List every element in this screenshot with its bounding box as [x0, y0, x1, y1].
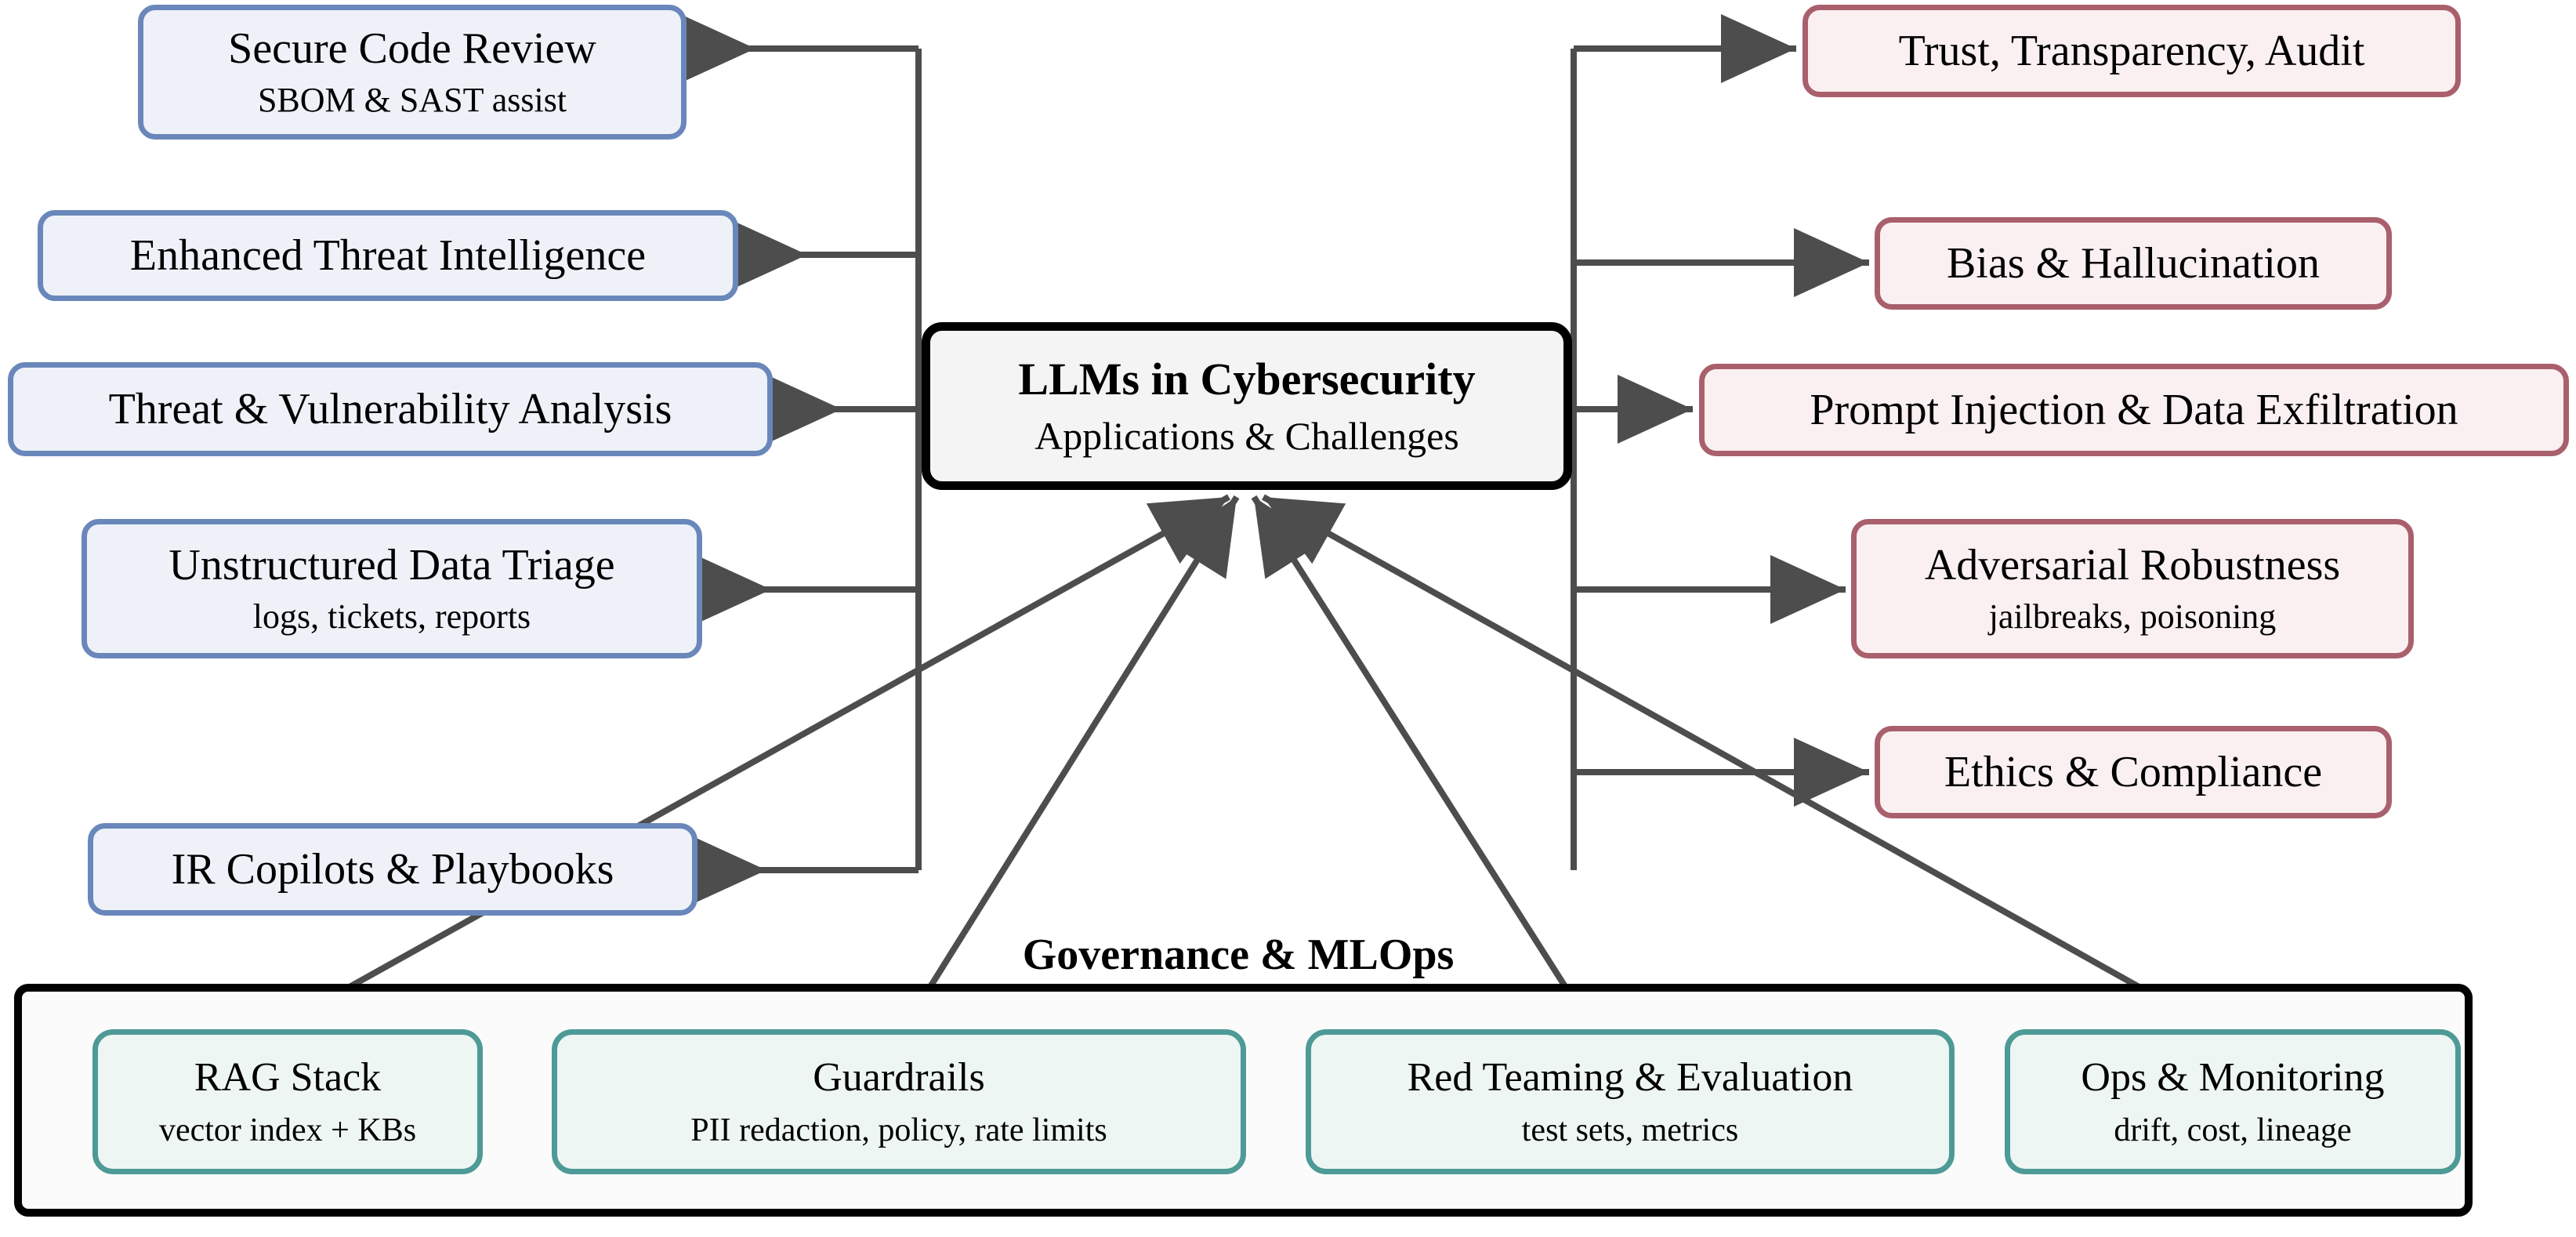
hub-node-llms-in-cybersecurity[interactable]: LLMs in Cybersecurity Applications & Cha… [922, 322, 1572, 490]
application-node-secure-code-review[interactable]: Secure Code Review SBOM & SAST assist [138, 5, 687, 140]
node-title: IR Copilots & Playbooks [171, 845, 614, 894]
governance-node-rag-stack[interactable]: RAG Stack vector index + KBs [92, 1029, 483, 1174]
node-title: Unstructured Data Triage [168, 541, 615, 589]
hub-subtitle: Applications & Challenges [1034, 414, 1459, 458]
node-title: Ethics & Compliance [1944, 748, 2323, 796]
node-subtitle: test sets, metrics [1521, 1112, 1739, 1148]
governance-node-ops-monitoring[interactable]: Ops & Monitoring drift, cost, lineage [2005, 1029, 2461, 1174]
node-title: Bias & Hallucination [1947, 239, 2320, 288]
node-title: Enhanced Threat Intelligence [129, 231, 647, 280]
node-subtitle: PII redaction, policy, rate limits [690, 1112, 1107, 1148]
node-subtitle: SBOM & SAST assist [257, 81, 567, 119]
governance-section-label: Governance & MLOps [1022, 930, 1455, 979]
application-node-ir-copilots-playbooks[interactable]: IR Copilots & Playbooks [88, 823, 697, 916]
node-title: Red Teaming & Evaluation [1407, 1054, 1853, 1100]
challenge-node-prompt-injection-data-exfiltration[interactable]: Prompt Injection & Data Exfiltration [1699, 364, 2569, 456]
application-node-threat-vulnerability-analysis[interactable]: Threat & Vulnerability Analysis [8, 362, 773, 456]
governance-node-red-teaming-evaluation[interactable]: Red Teaming & Evaluation test sets, metr… [1306, 1029, 1955, 1174]
governance-node-guardrails[interactable]: Guardrails PII redaction, policy, rate l… [552, 1029, 1246, 1174]
node-title: RAG Stack [194, 1054, 382, 1100]
node-subtitle: vector index + KBs [158, 1112, 417, 1148]
node-subtitle: logs, tickets, reports [252, 597, 531, 636]
challenge-node-bias-hallucination[interactable]: Bias & Hallucination [1875, 217, 2392, 310]
challenge-node-trust-transparency-audit[interactable]: Trust, Transparency, Audit [1802, 5, 2461, 97]
node-title: Threat & Vulnerability Analysis [108, 385, 672, 433]
node-title: Secure Code Review [228, 24, 596, 73]
node-title: Ops & Monitoring [2081, 1054, 2385, 1100]
challenge-node-adversarial-robustness[interactable]: Adversarial Robustness jailbreaks, poiso… [1851, 519, 2414, 658]
challenge-node-ethics-compliance[interactable]: Ethics & Compliance [1875, 726, 2392, 818]
node-title: Guardrails [813, 1054, 985, 1100]
application-node-enhanced-threat-intelligence[interactable]: Enhanced Threat Intelligence [38, 210, 738, 301]
node-subtitle: jailbreaks, poisoning [1988, 597, 2277, 636]
application-node-unstructured-data-triage[interactable]: Unstructured Data Triage logs, tickets, … [82, 519, 702, 658]
node-title: Adversarial Robustness [1924, 541, 2341, 589]
node-subtitle: drift, cost, lineage [2114, 1112, 2352, 1148]
node-title: Prompt Injection & Data Exfiltration [1810, 386, 2458, 434]
node-title: Trust, Transparency, Audit [1898, 27, 2365, 75]
hub-title: LLMs in Cybersecurity [1018, 354, 1476, 404]
